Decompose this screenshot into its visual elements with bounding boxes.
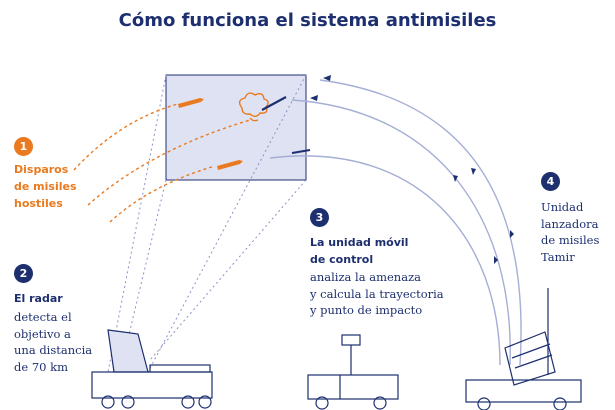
hostile-trajectories	[73, 103, 251, 223]
interceptor-missile-icon	[261, 96, 287, 111]
step-1-heading-line: Disparos	[14, 163, 69, 176]
step-3-heading: La unidad móvil de control	[310, 234, 408, 268]
step-3-heading-line: La unidad móvil	[310, 236, 409, 249]
step-3-badge: 3	[310, 208, 329, 227]
launcher-truck-icon	[465, 288, 582, 410]
step-2-body-line: de 70 km	[14, 359, 68, 374]
step-3-body-line: y calcula la trayectoria	[310, 286, 444, 301]
interceptor-missile-icon	[291, 149, 311, 154]
hostile-missile-icon	[178, 98, 243, 170]
interceptor-arrows	[310, 75, 514, 264]
step-1-heading-line: de misiles	[14, 180, 77, 193]
step-2-body-line: detecta el	[14, 310, 72, 324]
step-1-badge: 1	[14, 137, 33, 156]
interceptor-trajectories	[269, 79, 522, 366]
step-2-badge: 2	[14, 264, 33, 283]
radar-beam-lines	[107, 74, 307, 373]
step-4-badge: 4	[541, 172, 560, 191]
radar-truck-icon	[91, 329, 213, 409]
step-2-description: detecta el objetivo a una distancia de 7…	[14, 309, 92, 375]
step-1-heading-line: hostiles	[14, 197, 63, 210]
step-4-body-line: de misiles	[541, 233, 600, 247]
step-2-heading-line: El radar	[14, 292, 63, 305]
step-1-heading: Disparos de misiles hostiles	[14, 161, 77, 212]
step-3-heading-line: de control	[310, 253, 374, 266]
step-2-body-line: objetivo a	[14, 326, 71, 341]
step-4-description: Unidad lanzadora de misiles Tamir	[541, 199, 599, 265]
step-3-body-line: y punto de impacto	[310, 303, 423, 317]
page-title: Cómo funciona el sistema antimisiles	[118, 10, 497, 31]
step-3-body-line: analiza la amenaza	[310, 270, 421, 284]
step-2-heading: El radar	[14, 290, 63, 307]
step-4-body-line: lanzadora	[541, 216, 599, 231]
control-unit-truck-icon	[307, 334, 399, 410]
step-4-body-line: Tamir	[541, 249, 575, 264]
explosion-icon	[238, 92, 269, 122]
step-4-body-line: Unidad	[541, 200, 584, 214]
step-3-description: analiza la amenaza y calcula la trayecto…	[310, 269, 444, 319]
step-2-body-line: una distancia	[14, 343, 93, 357]
